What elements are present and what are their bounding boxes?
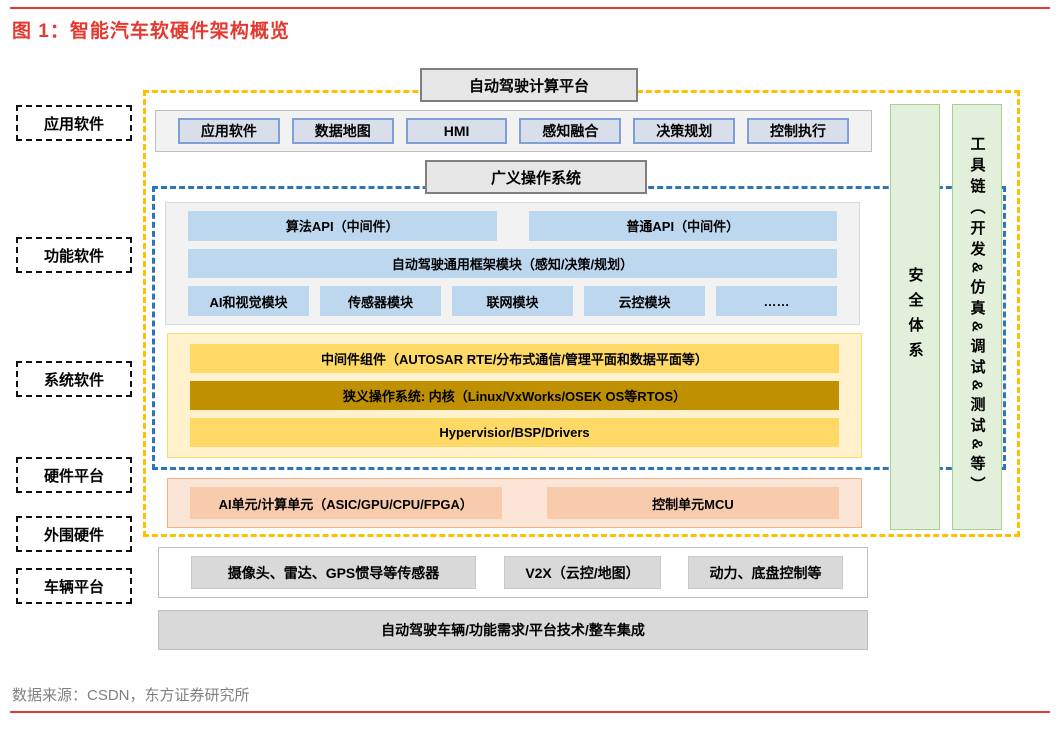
hw-box-control-unit-mcu: 控制单元MCU	[546, 487, 839, 519]
app-box-perception-fusion: 感知融合	[519, 118, 622, 144]
app-box-data-map: 数据地图	[291, 118, 394, 144]
app-box-decision-planning: 决策规划	[633, 118, 736, 144]
side-label-peripheral-hardware: 外围硬件	[16, 516, 132, 552]
data-source-caption: 数据来源：CSDN，东方证券研究所	[12, 687, 250, 704]
func-box-network-module: 联网模块	[452, 286, 573, 317]
func-box-framework: 自动驾驶通用框架模块（感知/决策/规划）	[188, 248, 837, 279]
app-box-hmi: HMI	[405, 118, 508, 144]
func-box-sensor-module: 传感器模块	[320, 286, 441, 317]
sys-box-kernel: 狭义操作系统: 内核（Linux/VxWorks/OSEK OS等RTOS）	[190, 381, 839, 410]
sys-box-hypervisor: Hypervisior/BSP/Drivers	[190, 418, 839, 447]
figure-title: 图 1：智能汽车软硬件架构概览	[12, 21, 290, 42]
hardware-platform-block: AI单元/计算单元（ASIC/GPU/CPU/FPGA） 控制单元MCU	[167, 478, 862, 528]
functional-software-block: 算法API（中间件） 普通API（中间件） 自动驾驶通用框架模块（感知/决策/规…	[165, 202, 860, 325]
system-software-block: 中间件组件（AUTOSAR RTE/分布式通信/管理平面和数据平面等） 狭义操作…	[167, 333, 862, 458]
header-broad-os: 广义操作系统	[425, 160, 647, 194]
peripheral-hardware-row: 摄像头、雷达、GPS惯导等传感器 V2X（云控/地图） 动力、底盘控制等	[158, 547, 868, 598]
side-label-system-software: 系统软件	[16, 361, 132, 397]
peri-box-power-chassis: 动力、底盘控制等	[688, 556, 843, 589]
hw-box-ai-compute-unit: AI单元/计算单元（ASIC/GPU/CPU/FPGA）	[190, 487, 502, 519]
func-box-ai-vision-module: AI和视觉模块	[188, 286, 309, 317]
side-label-functional-software: 功能软件	[16, 237, 132, 273]
top-rule	[10, 7, 1050, 9]
sys-box-middleware: 中间件组件（AUTOSAR RTE/分布式通信/管理平面和数据平面等）	[190, 344, 839, 373]
func-box-common-api: 普通API（中间件）	[528, 211, 837, 241]
func-box-ellipsis: ……	[716, 286, 837, 317]
header-ad-computing-platform: 自动驾驶计算平台	[420, 68, 638, 102]
application-row: 应用软件 数据地图 HMI 感知融合 决策规划 控制执行	[155, 110, 872, 152]
side-label-application-software: 应用软件	[16, 105, 132, 141]
peri-box-v2x: V2X（云控/地图）	[504, 556, 661, 589]
side-label-vehicle-platform: 车辆平台	[16, 568, 132, 604]
vehicle-platform-row: 自动驾驶车辆/功能需求/平台技术/整车集成	[158, 610, 868, 650]
peri-box-sensors: 摄像头、雷达、GPS惯导等传感器	[191, 556, 476, 589]
toolchain-bar: 工具链（开发&仿真&调试&测试&等）	[952, 104, 1002, 530]
side-label-hardware-platform: 硬件平台	[16, 457, 132, 493]
bottom-rule	[10, 711, 1050, 713]
app-box-control-execution: 控制执行	[747, 118, 849, 144]
func-box-algorithm-api: 算法API（中间件）	[188, 211, 497, 241]
safety-system-bar: 安全体系	[890, 104, 940, 530]
app-box-application-software: 应用软件	[178, 118, 280, 144]
func-box-cloud-control-module: 云控模块	[584, 286, 705, 317]
